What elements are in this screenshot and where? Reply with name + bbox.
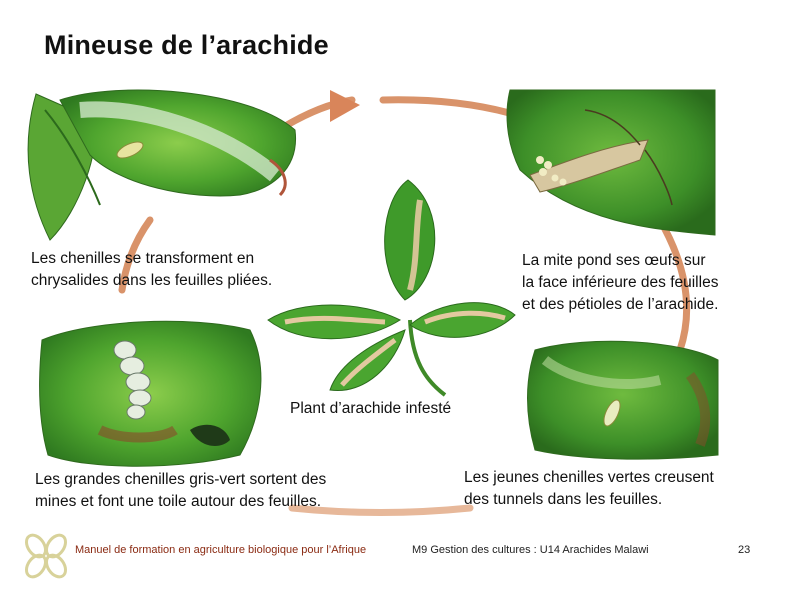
caption-line: et des pétioles de l’arachide. [522,296,719,313]
caption-young-larvae: Les jeunes chenilles vertes creusent des… [464,467,714,511]
large-caterpillar-image [39,320,262,467]
caption-plant: Plant d’arachide infesté [290,398,451,420]
page-title: Mineuse de l’arachide [44,30,329,60]
caption-line: Les chenilles se transforment en [31,250,255,267]
caption-line: Les jeunes chenilles vertes creusent [464,469,714,486]
footer-logo-icon [24,533,68,579]
caption-line: Plant d’arachide infesté [290,400,452,417]
caption-line: la face inférieure des feuilles [522,274,719,291]
caption-moth: La mite pond ses œufs sur la face inféri… [522,250,718,316]
pupa-leaf-image [27,89,297,241]
young-larva-image [527,340,719,460]
caption-line: La mite pond ses œufs sur [522,252,706,269]
footer-page-number: 23 [738,544,751,556]
caterpillar [113,340,152,420]
cycle-arrow-icon [330,90,360,122]
moth-leaf-image [506,89,716,236]
peanut-plant-image [267,179,516,397]
caption-pupa: Les chenilles se transforment en chrysal… [31,248,272,292]
caption-line: mines et font une toile autour des feuil… [35,493,322,510]
footer-manual-title: Manuel de formation en agriculture biolo… [75,544,367,556]
caption-large-larvae: Les grandes chenilles gris-vert sortent … [35,469,326,513]
footer-module: M9 Gestion des cultures : U14 Arachides … [412,544,649,556]
caption-line: Les grandes chenilles gris-vert sortent … [35,471,327,488]
caption-line: chrysalides dans les feuilles pliées. [31,272,273,289]
caption-line: des tunnels dans les feuilles. [464,491,663,508]
